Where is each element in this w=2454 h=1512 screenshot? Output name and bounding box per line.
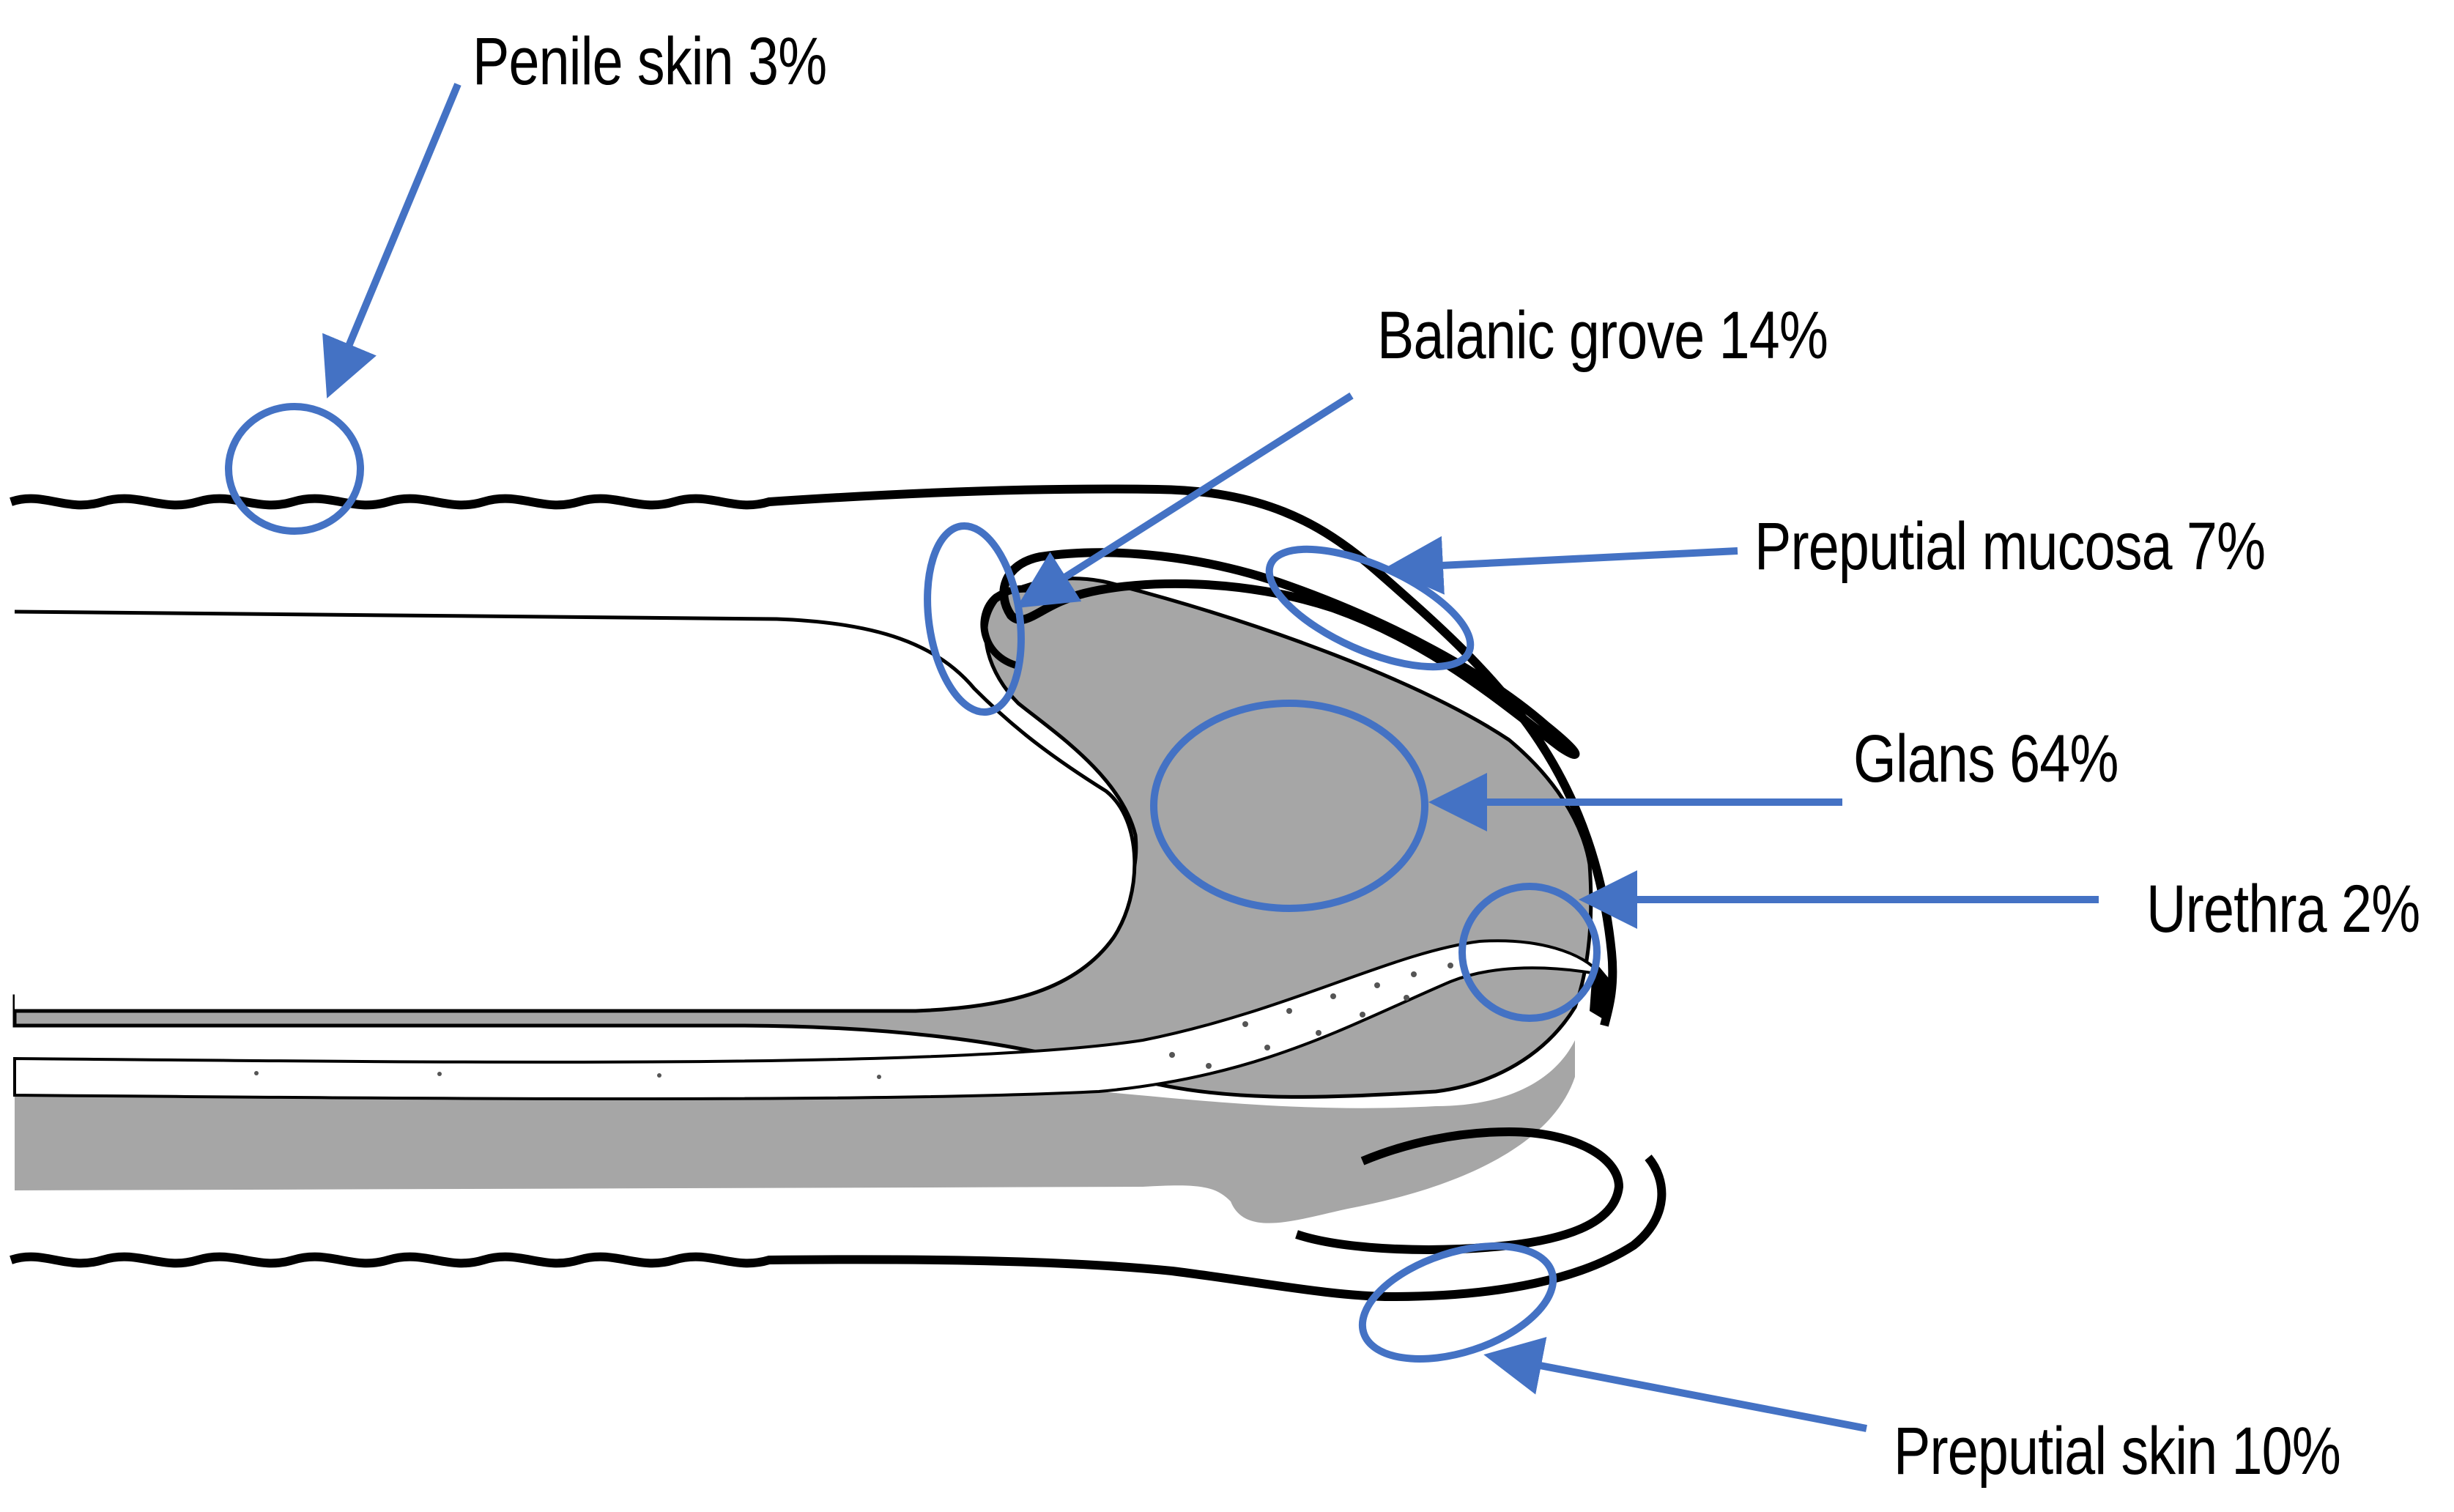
penis-illustration [10, 484, 1667, 1302]
preputial-skin-arrow [1483, 1337, 1867, 1432]
balanic-groove-marker [924, 522, 1025, 716]
balanic-groove-arrow [1016, 392, 1354, 609]
preputial-inner-upper [999, 548, 1580, 759]
glans-label: Glans 64% [1853, 722, 2118, 796]
corpora-cavernosa [14, 609, 1137, 1013]
urethra-label: Urethra 2% [2146, 872, 2420, 946]
preputial-mucosa-label: Preputial mucosa 7% [1754, 509, 2266, 584]
preputial-skin-marker [1358, 1242, 1557, 1363]
urethra-marker [1458, 883, 1601, 1022]
penile-skin-label: Penile skin 3% [472, 24, 827, 99]
penile-skin-marker [225, 403, 364, 535]
spongiosum-tissue [15, 1040, 1575, 1223]
preputial-mucosa-arrow [1384, 536, 1738, 595]
urethra-dots [254, 963, 1453, 1079]
penile-skin-lower [10, 1155, 1667, 1302]
glans-marker [1150, 700, 1428, 912]
balanic-groove-label: Balanic grove 14% [1377, 298, 1828, 373]
preputial-inner-lower [1295, 1127, 1624, 1254]
annotation-markers [225, 403, 1601, 1363]
preputial-skin-label: Preputial skin 10% [1894, 1414, 2341, 1489]
annotation-arrows [322, 83, 2099, 1432]
penile-skin-arrow [322, 83, 461, 399]
